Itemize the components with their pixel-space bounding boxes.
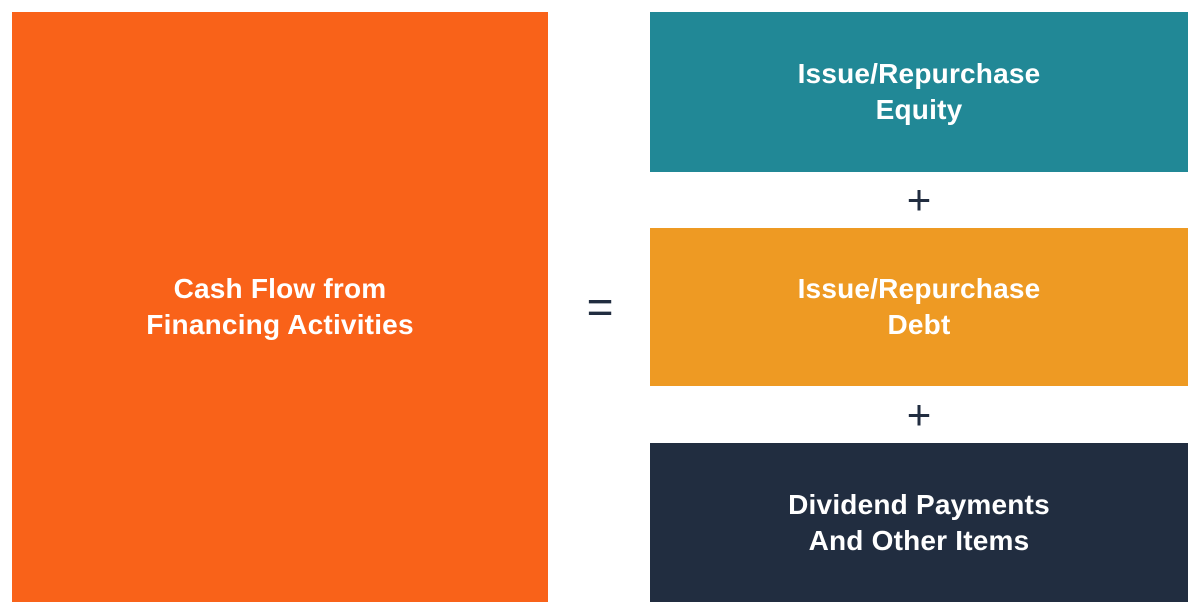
dividends-box-label: Dividend Payments And Other Items (788, 487, 1050, 559)
equity-box-label: Issue/Repurchase Equity (798, 56, 1041, 128)
plus-sign-1: + (906, 176, 932, 223)
dividends-box-label-line-2: And Other Items (808, 524, 1030, 556)
dividends-box-label-line-1: Dividend Payments (788, 488, 1050, 520)
box-issue-repurchase-debt: Issue/Repurchase Debt (650, 228, 1188, 386)
equity-box-label-line-1: Issue/Repurchase (797, 58, 1041, 89)
result-box-label-line-2: Financing Activities (146, 309, 414, 340)
result-box-label-line-1: Cash Flow from (173, 273, 387, 304)
equals-sign: = (586, 281, 614, 333)
equity-box-label-line-2: Equity (875, 94, 963, 125)
result-box-label: Cash Flow from Financing Activities (146, 271, 413, 343)
debt-box-label: Issue/Repurchase Debt (798, 271, 1041, 343)
debt-box-label-line-1: Issue/Repurchase (797, 273, 1041, 304)
box-issue-repurchase-equity: Issue/Repurchase Equity (650, 12, 1188, 172)
box-cash-flow-from-financing-activities: Cash Flow from Financing Activities (12, 12, 548, 602)
plus-sign-2: + (906, 391, 932, 438)
debt-box-label-line-2: Debt (887, 309, 951, 340)
box-dividend-payments-and-other-items: Dividend Payments And Other Items (650, 443, 1188, 602)
